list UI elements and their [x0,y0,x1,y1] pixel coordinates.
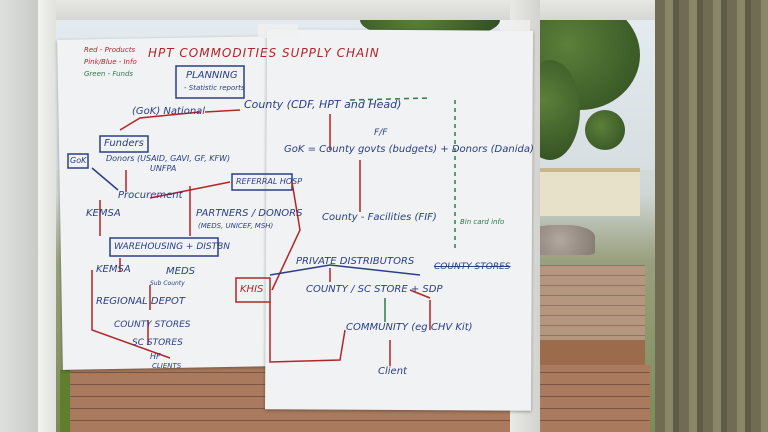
brick-wall [520,265,645,345]
tape [258,24,298,38]
gok-box [67,153,89,169]
funders-box [99,135,149,153]
ff-label: F/F [374,128,388,138]
hf-label: HF [150,352,161,361]
window-frame-inner [38,0,56,432]
planning-box [175,65,245,99]
tape [500,20,530,32]
referral-hosp-label: REFERRAL HOSP [236,177,303,186]
curtain-right [655,0,768,432]
donors-label-2: UNFPA [150,164,177,173]
county-stores-right: COUNTY STORES [434,262,511,272]
distant-building [528,168,640,216]
procurement-label: Procurement [118,190,183,201]
gok-national: (GoK) National [132,106,206,117]
arrow [269,302,346,363]
private-distributors-label: PRIVATE DISTRIBUTORS [296,256,415,267]
county-label: County (CDF, HPT and Head) [244,98,402,111]
county-stores-left: COUNTY STORES [114,320,191,330]
khis-box [235,277,271,303]
bin-card-label: Bin card info [460,218,505,226]
khis-label: KHIS [240,284,264,295]
planning-title: PLANNING [186,70,238,81]
partners-sub: (MEDS, UNICEF, MSH) [198,222,274,230]
funders-label: Funders [104,138,144,149]
meds-sub: Sub County [150,280,185,287]
donors-label: Donors (USAID, GAVI, GF, KFW) [106,154,231,163]
arrow [349,97,431,101]
corner-note-funds: Green - Funds [84,70,134,78]
planning-subtitle: - Statistic reports [184,84,245,92]
corner-note-info: Pink/Blue - Info [84,58,137,66]
arrow [269,264,421,276]
sc-stores-label: SC STORES [132,338,183,348]
warehousing-label: WAREHOUSING + DISTBN [114,242,231,252]
kemsa-label: KEMSA [86,208,121,219]
arrow [119,111,201,131]
partners-label: PARTNERS / DONORS [196,208,303,219]
tree [585,110,625,150]
regional-depot-label: REGIONAL DEPOT [96,296,185,307]
kemsa-label-2: KEMSA [96,264,131,275]
meds-label: MEDS [166,266,195,277]
corner-note-products: Red - Products [84,46,136,54]
arrow [91,167,119,191]
county-sc-store-label: COUNTY / SC STORE + SDP [306,284,443,295]
arrow [91,270,171,359]
gok-county-label: GoK = County govts (budgets) + Donors (D… [284,144,534,155]
clients-label: CLIENTS [152,362,182,370]
client-label: Client [378,366,407,377]
arrow [409,289,431,299]
arrow [271,181,301,291]
arrow [204,109,241,113]
window-frame-left [0,0,38,432]
gok-label: GoK [70,156,87,165]
community-label: COMMUNITY (eg CHV Kit) [346,322,473,333]
page-title: HPT COMMODITIES SUPPLY CHAIN [148,46,380,60]
warehousing-box [109,237,219,257]
county-facilities-label: County - Facilities (FIF) [322,212,437,223]
